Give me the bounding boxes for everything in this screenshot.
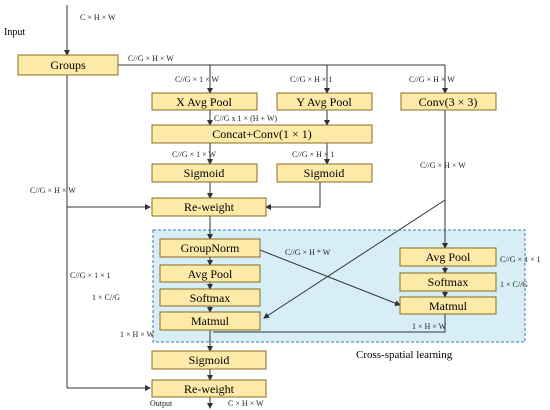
reweight-top-box: Re-weight: [151, 197, 267, 217]
concat-conv-box: Concat+Conv(1 × 1): [151, 124, 373, 144]
softmax-right-box: Softmax: [399, 272, 497, 292]
y-avg-pool-label: Y Avg Pool: [296, 95, 352, 109]
matmul-left-label: Matmul: [191, 314, 230, 328]
avg-pool-left-label: Avg Pool: [188, 267, 233, 281]
dim-left-chain: C//G × 1 × 1: [70, 271, 111, 280]
dim-cross: C//G × H * W: [285, 248, 331, 257]
dim-conv-out: C//G × H × W: [420, 161, 466, 170]
avg-pool-right-label: Avg Pool: [426, 250, 471, 264]
x-avg-pool-label: X Avg Pool: [176, 95, 232, 109]
output-dim: C × H × W: [228, 399, 264, 408]
dim-sig-left-in: C//G × 1 × W: [172, 150, 216, 159]
sigmoid-bottom-label: Sigmoid: [189, 353, 230, 367]
softmax-left-label: Softmax: [190, 291, 231, 305]
groups-box: Groups: [17, 54, 119, 76]
input-label: Input: [4, 27, 25, 38]
sigmoid-right-label: Sigmoid: [304, 166, 345, 180]
y-avg-pool-box: Y Avg Pool: [276, 92, 373, 111]
avg-pool-left-box: Avg Pool: [159, 264, 261, 283]
dim-skip-top: C//G × H × W: [30, 186, 76, 195]
avg-pool-right-box: Avg Pool: [399, 247, 497, 267]
dim-right-pool-out: C//G × 1 × 1: [500, 255, 541, 264]
groupnorm-box: GroupNorm: [159, 238, 261, 258]
reweight-top-label: Re-weight: [184, 200, 235, 214]
dim-matmul-left-out: 1 × H × W: [120, 330, 155, 339]
groupnorm-label: GroupNorm: [181, 241, 240, 255]
dim-sig-right-in: C//G × H × 1: [292, 150, 334, 159]
reweight-bottom-label: Re-weight: [184, 382, 235, 396]
dim-conv-in: C//G × H × W: [409, 75, 455, 84]
conv3-label: Conv(3 × 3): [419, 95, 478, 109]
matmul-left-box: Matmul: [159, 311, 261, 331]
dim-xpool-in: C//G × 1 × W: [175, 75, 219, 84]
input-dim: C × H × W: [80, 13, 116, 22]
dim-left-chain2: 1 × C//G: [92, 293, 120, 302]
sigmoid-bottom-box: Sigmoid: [151, 350, 267, 370]
x-avg-pool-box: X Avg Pool: [151, 92, 258, 111]
matmul-right-box: Matmul: [399, 296, 497, 315]
dim-matmul-right-out: 1 × H × W: [412, 322, 447, 331]
dim-right-soft-out: 1 × C//G: [500, 280, 528, 289]
cross-spatial-caption: Cross-spatial learning: [356, 349, 453, 361]
dim-groups-out: C//G × H × W: [128, 54, 174, 63]
dim-ypool-in: C//G × H × 1: [290, 75, 332, 84]
sigmoid-left-box: Sigmoid: [151, 163, 258, 183]
softmax-left-box: Softmax: [159, 288, 261, 307]
groups-label: Groups: [50, 58, 86, 72]
concat-conv-label: Concat+Conv(1 × 1): [212, 127, 312, 141]
output-label: Output: [150, 399, 173, 408]
softmax-right-label: Softmax: [428, 275, 469, 289]
conv3-box: Conv(3 × 3): [400, 92, 497, 111]
sigmoid-right-box: Sigmoid: [276, 163, 373, 183]
dim-concat-in: C//G x 1 × (H + W): [214, 114, 277, 123]
reweight-bottom-box: Re-weight: [151, 379, 267, 398]
sigmoid-left-label: Sigmoid: [184, 166, 225, 180]
matmul-right-label: Matmul: [429, 299, 468, 313]
connectors: [64, 5, 448, 409]
